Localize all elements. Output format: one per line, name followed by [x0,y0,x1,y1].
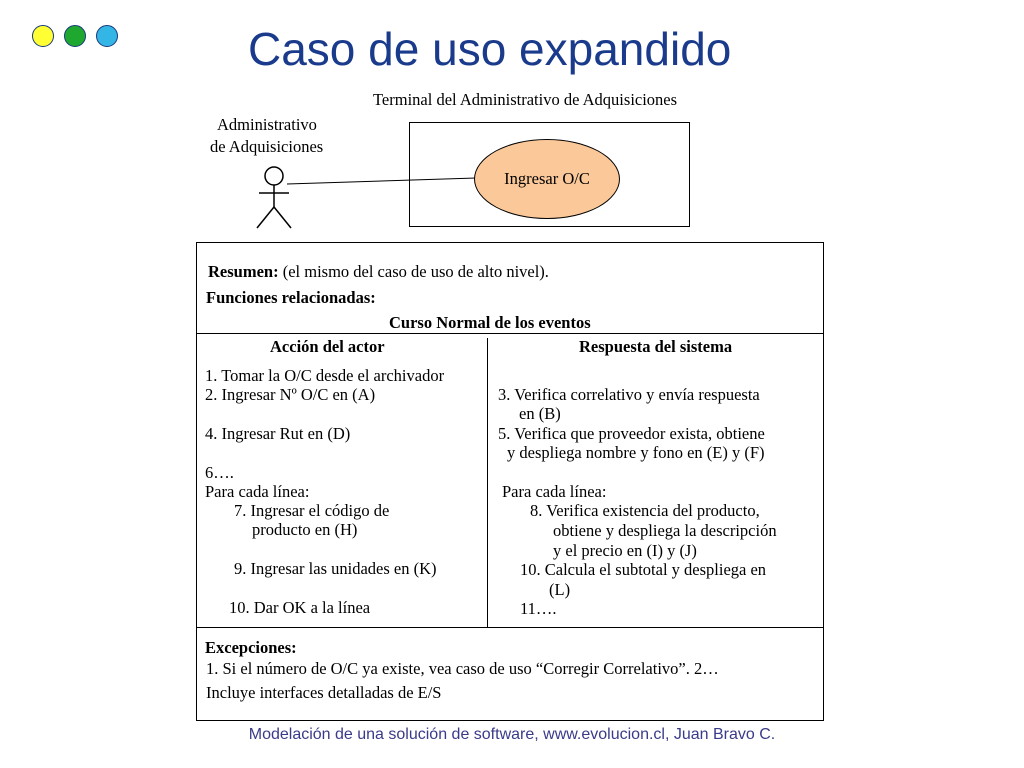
system-boundary [409,122,690,227]
actor-step: 4. Ingresar Rut en (D) [205,424,351,443]
actor-step: 2. Ingresar Nº O/C en (A) [205,385,376,404]
actor-step: producto en (H) [252,520,358,539]
association-line [286,177,477,185]
green-dot [64,25,86,47]
actor-step: Para cada línea: [205,482,310,501]
divider-exceptions [197,627,823,628]
summary-label: Resumen: [208,262,279,281]
actor-step: 1. Tomar la O/C desde el archivador [205,366,445,385]
system-column-header: Respuesta del sistema [579,337,733,356]
system-step: en (B) [519,404,561,423]
system-step: 8. Verifica existencia del producto, [530,501,760,520]
exception-item: 1. Si el número de O/C ya existe, vea ca… [206,659,719,678]
yellow-dot [32,25,54,47]
slide-footer: Modelación de una solución de software, … [248,726,776,743]
system-step: y despliega nombre y fono en (E) y (F) [507,443,765,462]
divider-course [197,333,823,334]
system-step: 10. Calcula el subtotal y despliega en [520,560,767,579]
actor-step: 9. Ingresar las unidades en (K) [234,559,437,578]
system-step: Para cada línea: [502,482,607,501]
use-case-label: Ingresar O/C [504,169,590,188]
actor-column-header: Acción del actor [270,337,385,356]
system-step: y el precio en (I) y (J) [553,541,697,560]
actor-name-line2: de Adquisiciones [210,137,324,156]
system-step: 3. Verifica correlativo y envía respuest… [498,385,760,404]
system-step: (L) [549,580,571,599]
summary-text: (el mismo del caso de uso de alto nivel)… [278,262,549,281]
summary-row: Resumen: (el mismo del caso de uso de al… [208,262,549,282]
system-step: 11…. [520,599,557,618]
system-step: obtiene y despliega la descripción [553,521,777,540]
actor-step: 10. Dar OK a la línea [229,598,371,617]
blue-dot [96,25,118,47]
exceptions-label: Excepciones: [205,638,297,657]
functions-label: Funciones relacionadas: [206,288,376,307]
system-boundary-label: Terminal del Administrativo de Adquisici… [373,90,678,109]
actor-stick-figure-icon [256,166,292,229]
actor-name-line1: Administrativo [217,115,317,134]
use-case-ellipse: Ingresar O/C [474,139,620,219]
interfaces-note: Incluye interfaces detalladas de E/S [206,683,442,702]
system-step: 5. Verifica que proveedor exista, obtien… [498,424,765,443]
actor-step: 6…. [205,463,234,482]
actor-step: 7. Ingresar el código de [234,501,390,520]
slide-title: Caso de uso expandido [248,23,732,75]
normal-course-title: Curso Normal de los eventos [389,313,591,332]
use-case-specification [196,242,824,721]
divider-columns [487,338,488,627]
